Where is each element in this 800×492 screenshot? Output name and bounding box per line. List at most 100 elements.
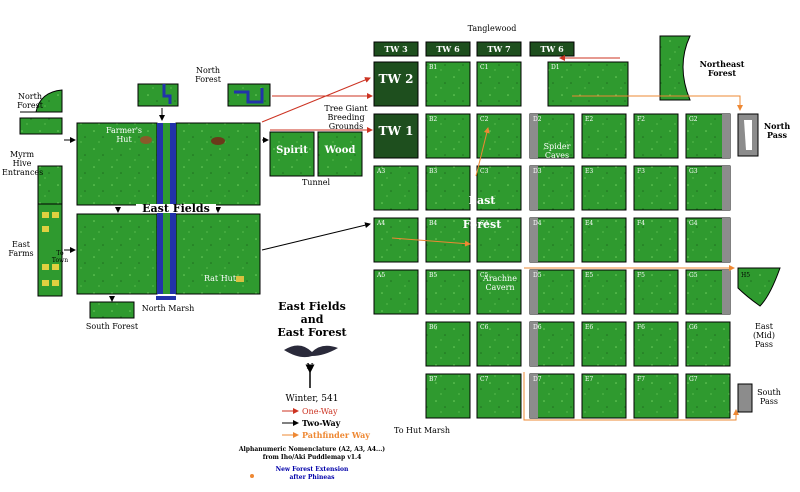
tile-f4[interactable]: [633, 217, 679, 263]
farmers-hut-label: Farmer's Hut: [105, 126, 143, 144]
rock-strip: [530, 114, 538, 158]
tw-tile-label: TW 1: [378, 124, 414, 138]
north-marsh-stub[interactable]: [156, 296, 176, 300]
tile-e3[interactable]: [581, 165, 627, 211]
tanglewood-tiles: [373, 41, 575, 159]
field-se[interactable]: [175, 213, 261, 295]
tile-a4[interactable]: [373, 217, 419, 263]
farmers-hut-marker[interactable]: [140, 136, 152, 144]
to-town-label: To Town: [51, 250, 69, 264]
tile-e2[interactable]: [581, 113, 627, 159]
tile-f3[interactable]: [633, 165, 679, 211]
tile-b4[interactable]: [425, 217, 471, 263]
tile-f6[interactable]: [633, 321, 679, 367]
date-label: Winter, 541: [285, 394, 339, 404]
tile-label-d1: D1: [551, 64, 560, 71]
east-mid-pass-zone[interactable]: [737, 267, 781, 307]
tile-c4[interactable]: [476, 217, 522, 263]
myrm-hive-label: Myrm Hive Entrances: [2, 150, 44, 177]
tile-tw6-top[interactable]: [425, 41, 471, 57]
tile-c5[interactable]: [476, 269, 522, 315]
tile-label-b6: B6: [429, 324, 438, 331]
rat-hut-marker[interactable]: [236, 276, 244, 282]
tile-g7[interactable]: [685, 373, 731, 419]
tile-tw1[interactable]: [373, 113, 419, 159]
tile-f7[interactable]: [633, 373, 679, 419]
tw-tile-label: TW 2: [378, 72, 414, 86]
tile-label-a4: A4: [377, 220, 386, 227]
edge-zones: [659, 35, 781, 413]
wood-tile[interactable]: [317, 131, 363, 177]
north-pass-label: North Pass: [763, 121, 791, 140]
tile-c6[interactable]: [476, 321, 522, 367]
pathfinder-path-5: [475, 127, 490, 177]
tile-c2[interactable]: [476, 113, 522, 159]
rock-strip: [530, 166, 538, 210]
tile-b2[interactable]: [425, 113, 471, 159]
rock-strip: [722, 270, 730, 314]
tile-f5[interactable]: [633, 269, 679, 315]
rock-strip: [530, 218, 538, 262]
tile-e4[interactable]: [581, 217, 627, 263]
nomenclature-note: Alphanumeric Nomenclature (A2, A3, A4...…: [232, 446, 392, 462]
field-ne[interactable]: [175, 122, 261, 206]
tile-label-c2: C2: [480, 116, 489, 123]
map-title: East Fields and East Forest: [232, 300, 392, 339]
tile-c3[interactable]: [476, 165, 522, 211]
tile-b1[interactable]: [425, 61, 471, 107]
tile-f2[interactable]: [633, 113, 679, 159]
tile-label-g6: G6: [689, 324, 698, 331]
tile-label-b5: B5: [429, 272, 438, 279]
tile-label-b3: B3: [429, 168, 438, 175]
tile-b3[interactable]: [425, 165, 471, 211]
tile-c7[interactable]: [476, 373, 522, 419]
tile-e6[interactable]: [581, 321, 627, 367]
north-forest-stub-1[interactable]: [137, 83, 179, 107]
tile-tw2[interactable]: [373, 61, 419, 107]
tile-e7[interactable]: [581, 373, 627, 419]
tile-e5[interactable]: [581, 269, 627, 315]
south-forest-stub[interactable]: [89, 301, 135, 319]
tile-d1[interactable]: [547, 61, 629, 107]
tile-b6[interactable]: [425, 321, 471, 367]
north-forest-left-stub[interactable]: [19, 89, 63, 135]
tile-label-c6: C6: [480, 324, 489, 331]
tile-label-b1: B1: [429, 64, 438, 71]
spirit-label: Spirit: [276, 145, 308, 156]
connector-fields-a4: [261, 222, 371, 251]
rock-strip: [530, 270, 538, 314]
south-pass-zone[interactable]: [737, 383, 753, 413]
field-sw[interactable]: [76, 213, 158, 295]
tile-a3[interactable]: [373, 165, 419, 211]
north-forest-stubs: [19, 83, 271, 319]
tile-tw7-top[interactable]: [476, 41, 522, 57]
tile-tw6b-top[interactable]: [529, 41, 575, 57]
tile-label-a3: A3: [377, 168, 386, 175]
tile-tw3-top[interactable]: [373, 41, 419, 57]
wood-label: Wood: [324, 145, 356, 156]
spirit-tile[interactable]: [269, 131, 315, 177]
tile-label-d3: D3: [533, 168, 542, 175]
tanglewood-label: Tanglewood: [467, 24, 517, 33]
tile-label-e7: E7: [585, 376, 594, 383]
tile-b5[interactable]: [425, 269, 471, 315]
legend-extension-dot: [250, 474, 254, 478]
tile-label-d4: D4: [533, 220, 542, 227]
tile-label-g4: G4: [689, 220, 698, 227]
northeast-forest-zone[interactable]: [659, 35, 691, 101]
tile-label-f6: F6: [637, 324, 645, 331]
pathfinder-path-4: [391, 237, 471, 247]
tile-a5[interactable]: [373, 269, 419, 315]
tile-g6[interactable]: [685, 321, 731, 367]
tile-b7[interactable]: [425, 373, 471, 419]
tile-label-f7: F7: [637, 376, 645, 383]
tile-label-d2: D2: [533, 116, 542, 123]
east-farms-label: East Farms: [8, 240, 34, 258]
spirit-wood: [269, 131, 363, 177]
tile-label-b4: B4: [429, 220, 438, 227]
rock-strip: [722, 166, 730, 210]
tile-label-c1: C1: [480, 64, 489, 71]
legend-arrows: [250, 408, 299, 478]
tile-c1[interactable]: [476, 61, 522, 107]
